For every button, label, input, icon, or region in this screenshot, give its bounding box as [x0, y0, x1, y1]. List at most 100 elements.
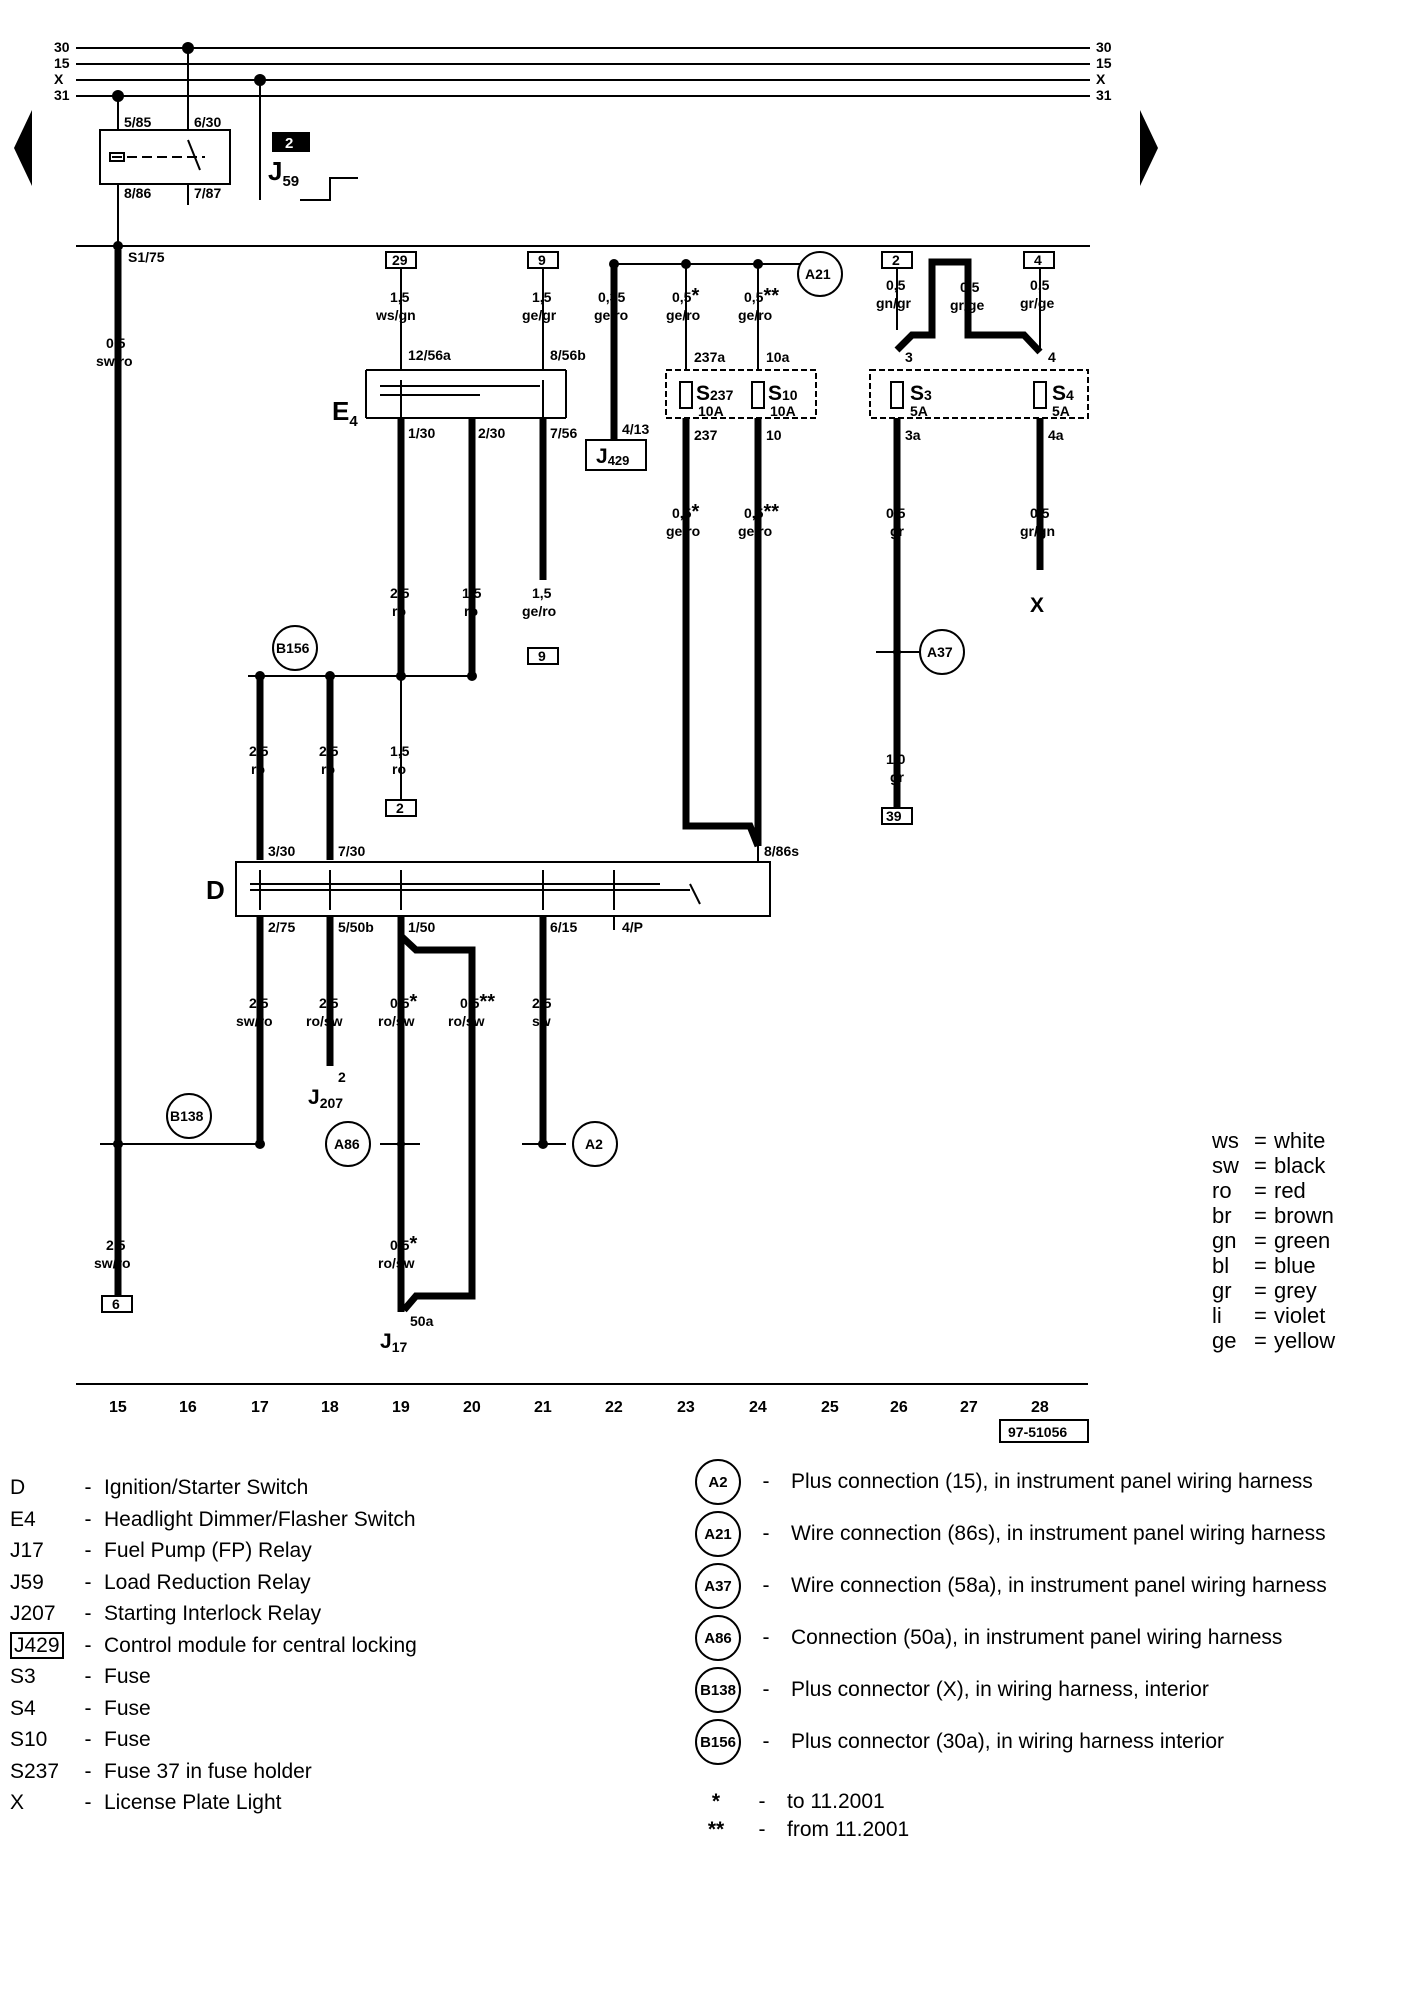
wire-color-c4: gr/ge — [1020, 295, 1054, 311]
legend-code: J59 — [10, 1570, 44, 1594]
legend-dash: - — [762, 1522, 770, 1545]
next-page-arrow[interactable] — [1140, 110, 1158, 186]
note-description: to 11.2001 — [787, 1790, 885, 1813]
j17-pin: 50a — [410, 1313, 434, 1329]
bus-lines: 30 15 X 31 30 15 X 31 — [54, 39, 1112, 103]
wire-color-15b: sw/ro — [94, 1255, 131, 1271]
d-pin-3-30: 3/30 — [268, 843, 295, 859]
track-number-21: 21 — [534, 1399, 552, 1416]
j17-label: J17 — [380, 1330, 407, 1355]
j59-pin-7-87: 7/87 — [194, 185, 221, 201]
legend-code: J17 — [10, 1539, 44, 1562]
wire-color-19a: ro — [392, 761, 406, 777]
wire-size-c4: 0,5 — [1030, 277, 1050, 293]
legend-connection-row: A37-Wire connection (58a), in instrument… — [695, 1560, 1327, 1612]
color-code: bl — [1212, 1253, 1230, 1278]
s3-pin-in: 3 — [905, 349, 913, 365]
wire-size-10a: 0,5** — [744, 285, 779, 307]
e4-label: E4 — [332, 396, 358, 430]
bus-label-31-right: 31 — [1096, 87, 1112, 103]
color-key-row: sw=black — [1212, 1153, 1335, 1178]
previous-page-arrow[interactable] — [14, 110, 32, 186]
fuse-holder-s237-s10: S237 10A S10 10A — [665, 369, 817, 419]
wire-size-550b: 2,5 — [319, 995, 339, 1011]
legend-dash: - — [84, 1633, 92, 1657]
node-a86: A86 — [334, 1136, 360, 1152]
track-number-28: 28 — [1031, 1399, 1049, 1416]
s237-pin-out: 237 — [694, 427, 718, 443]
d-pin-7-30: 7/30 — [338, 843, 365, 859]
wire-color-26b: gr — [890, 769, 905, 785]
legend-description: Fuse — [104, 1696, 151, 1720]
wire-color-18a: ro — [321, 761, 335, 777]
legend-dash: - — [762, 1626, 770, 1649]
track-number-17: 17 — [251, 1399, 269, 1416]
s4-rating: 5A — [1052, 403, 1070, 419]
s10-rating: 10A — [770, 403, 796, 419]
color-name: white — [1274, 1128, 1326, 1153]
legend-description: Plus connector (30a), in wiring harness … — [791, 1730, 1225, 1753]
connection-symbol: B156 — [695, 1719, 741, 1765]
wire-color-mid27: gr/ge — [950, 297, 984, 313]
bus-label-15-left: 15 — [54, 55, 70, 71]
legend-code: D — [10, 1476, 26, 1499]
legend-component-row: S3-Fuse — [10, 1661, 417, 1693]
s237-pin-in: 237a — [694, 349, 725, 365]
legend-component-row: E4-Headlight Dimmer/Flasher Switch — [10, 1504, 417, 1536]
wire-color-150a: ro/sw — [378, 1013, 415, 1029]
ignition-switch-d: D — [206, 846, 771, 917]
wire-color-3a: gr — [890, 523, 905, 539]
legend-connection-row: A86-Connection (50a), in instrument pane… — [695, 1612, 1327, 1664]
wire-color-17a: ro — [251, 761, 265, 777]
legend-dash: - — [84, 1791, 92, 1814]
s3-rating: 5A — [910, 403, 928, 419]
e4-pin-2-30: 2/30 — [478, 425, 505, 441]
equals-sign: = — [1254, 1328, 1267, 1353]
wire-size-17a: 2,5 — [249, 743, 269, 759]
legend-connection-row: B138-Plus connector (X), in wiring harne… — [695, 1664, 1327, 1716]
fuse-holder-s3-s4: S3 5A S4 5A — [869, 369, 1089, 419]
color-name: grey — [1274, 1278, 1317, 1303]
color-key-row: ro=red — [1212, 1178, 1335, 1203]
wire-size-237: 0,5* — [672, 501, 699, 523]
j59-pin-5-85: 5/85 — [124, 114, 151, 130]
d-pin-6-15: 6/15 — [550, 919, 577, 935]
connector-9-top: 9 — [538, 252, 546, 268]
legend-dash: - — [762, 1678, 770, 1701]
connection-symbol: A86 — [695, 1615, 741, 1661]
legend-code: S237 — [10, 1759, 60, 1783]
legend-description: Plus connector (X), in wiring harness, i… — [791, 1678, 1209, 1701]
legend-description: Wire connection (58a), in instrument pan… — [791, 1574, 1327, 1597]
color-name: green — [1274, 1228, 1331, 1253]
legend-code: S4 — [10, 1696, 36, 1720]
legend-code: X — [10, 1791, 25, 1814]
legend-dash: - — [84, 1728, 92, 1751]
legend-component-row: D-Ignition/Starter Switch — [10, 1472, 417, 1504]
color-key-row: gn=green — [1212, 1228, 1335, 1253]
wire-color-j429: ge/ro — [594, 307, 628, 323]
s3-label: S3 — [910, 382, 932, 405]
color-code: sw — [1212, 1153, 1239, 1178]
legend-code: E4 — [10, 1507, 36, 1531]
note-mark: ** — [707, 1818, 725, 1841]
s10-pin-in: 10a — [766, 349, 790, 365]
legend-dash: - — [758, 1790, 766, 1813]
s237-rating: 10A — [698, 403, 724, 419]
legend-connection-row: B156-Plus connector (30a), in wiring har… — [695, 1716, 1327, 1768]
wire-size-j429: 0,35 — [598, 289, 625, 305]
legend-dash: - — [84, 1602, 92, 1625]
wire-size-10: 0,5** — [744, 501, 779, 523]
wire-color-230: ro — [464, 603, 478, 619]
node-a2: A2 — [585, 1136, 603, 1152]
node-b138: B138 — [170, 1108, 204, 1124]
connector-9-bottom: 9 — [538, 648, 546, 664]
legend-component-row: J59-Load Reduction Relay — [10, 1567, 417, 1599]
legend-dash: - — [84, 1759, 92, 1783]
j207-pin: 2 — [338, 1069, 346, 1085]
node-a37: A37 — [927, 644, 953, 660]
bus-label-30-right: 30 — [1096, 39, 1112, 55]
wire-size-19a: 1,5 — [390, 743, 410, 759]
wire-color-4a: gr/gn — [1020, 523, 1055, 539]
